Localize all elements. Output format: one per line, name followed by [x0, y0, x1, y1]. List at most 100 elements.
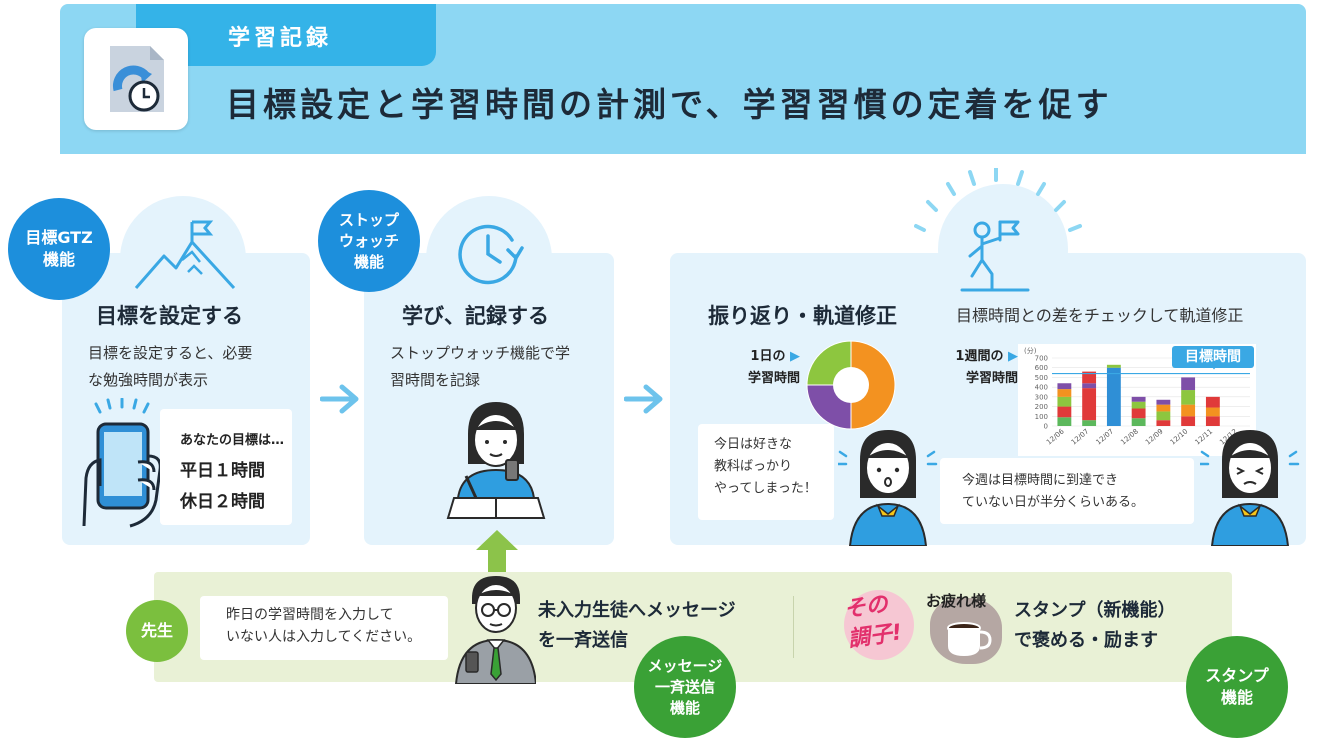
- bar-segment: [1057, 417, 1072, 426]
- bar-segment: [1156, 411, 1171, 421]
- y-tick-label: 100: [1035, 413, 1048, 421]
- label-line: 1日の ▶: [750, 349, 800, 364]
- bar-segment: [1131, 408, 1146, 419]
- y-tick-label: 500: [1035, 374, 1048, 382]
- desc-line: な勉強時間が表示: [88, 371, 209, 389]
- step1-description: 目標を設定すると、必要 な勉強時間が表示: [88, 340, 252, 394]
- bar-segment: [1181, 390, 1196, 405]
- bar-segment: [1205, 416, 1220, 426]
- label-line: 学習時間: [965, 371, 1018, 386]
- stopwatch-badge: ストップ ウォッチ 機能: [318, 190, 420, 292]
- bar-segment: [1082, 420, 1097, 426]
- bar-segment: [1156, 420, 1171, 426]
- desc-line: 習時間を記録: [390, 371, 481, 389]
- bubble-line: やってしまった！: [714, 481, 817, 496]
- stamp-keep-it-up: その 調子!: [836, 586, 918, 666]
- y-axis-unit: (分): [1024, 346, 1037, 355]
- stamp-background: [844, 590, 914, 660]
- message-feature-text: 未入力生徒へメッセージ を一斉送信: [538, 596, 736, 656]
- bar-segment: [1106, 364, 1121, 368]
- step2-description: ストップウォッチ機能で学 習時間を記録: [390, 340, 570, 394]
- badge-line: 機能: [669, 698, 700, 717]
- bar-segment: [1057, 396, 1072, 407]
- stopwatch-icon: [452, 216, 526, 294]
- label-line: 学習時間: [747, 371, 800, 386]
- bubble-line: 今週は目標時間に到達でき: [962, 473, 1119, 488]
- stamp-badge: スタンプ 機能: [1186, 636, 1288, 738]
- pie-slice: [850, 340, 896, 430]
- bubble-line: ていない日が半分くらいある。: [962, 495, 1145, 510]
- teacher-badge: 先生: [126, 600, 188, 662]
- step2-title: 学び、記録する: [402, 304, 549, 328]
- weekly-study-label: 1週間の ▶ 学習時間: [936, 346, 1018, 390]
- bar-segment: [1131, 401, 1146, 409]
- badge-line: ストップ: [338, 210, 399, 229]
- badge-line: スタンプ: [1205, 666, 1269, 685]
- text-line: 未入力生徒へメッセージ: [538, 600, 736, 621]
- goal-card: あなたの目標は… 平日１時間 休日２時間: [160, 409, 292, 525]
- bubble-line: 教科ばっかり: [714, 459, 793, 474]
- bar-segment: [1181, 404, 1196, 417]
- page-title: 目標設定と学習時間の計測で、学習習慣の定着を促す: [226, 85, 1113, 124]
- band-divider: [793, 596, 794, 658]
- y-tick-label: 300: [1035, 393, 1048, 401]
- hand-phone-illustration: [78, 397, 170, 532]
- badge-line: ウォッチ: [338, 231, 399, 250]
- y-tick-label: 200: [1035, 403, 1048, 411]
- stamp-text: お疲れ様: [926, 592, 987, 610]
- bar-segment: [1057, 383, 1072, 390]
- bar-segment: [1156, 404, 1171, 412]
- header-tab-label: 学習記録: [228, 26, 333, 51]
- arrow-right-icon: [623, 382, 664, 425]
- goal-time-tag: 目標時間: [1172, 346, 1254, 368]
- bar-segment: [1205, 407, 1220, 417]
- bubble-line: 今日は好きな: [714, 437, 793, 452]
- daily-pie-chart: [806, 340, 896, 430]
- goal-card-weekday: 平日１時間: [180, 461, 265, 481]
- coffee-cup-icon: [947, 622, 992, 656]
- teacher-illustration: [454, 572, 538, 688]
- step3-title: 振り返り・軌道修正: [708, 304, 897, 328]
- bar-segment: [1082, 388, 1097, 421]
- goal-card-line: あなたの目標は…: [180, 433, 285, 448]
- document-clock-icon: [110, 46, 164, 112]
- mountain-flag-icon: [130, 218, 240, 296]
- step3-subtitle: 目標時間との差をチェックして軌道修正: [956, 306, 1244, 325]
- y-tick-label: 400: [1035, 384, 1048, 392]
- student-worried-illustration: [1198, 426, 1300, 550]
- badge-line: 機能: [42, 250, 75, 269]
- bar-segment: [1205, 396, 1220, 408]
- daily-study-label: 1日の ▶ 学習時間: [730, 346, 800, 390]
- badge-line: 目標GTZ: [25, 228, 93, 247]
- bar-segment: [1106, 367, 1121, 426]
- bubble-line: いない人は入力してください。: [226, 629, 422, 645]
- goal-gtz-badge: 目標GTZ 機能: [8, 198, 110, 300]
- bar-segment: [1057, 389, 1072, 397]
- badge-line: 機能: [353, 252, 384, 271]
- bar-segment: [1082, 371, 1097, 384]
- desc-line: ストップウォッチ機能で学: [390, 344, 571, 362]
- badge-line: 機能: [1220, 688, 1253, 707]
- stamp-otsukaresama: お疲れ様: [926, 588, 1006, 668]
- bar-segment: [1131, 396, 1146, 402]
- bar-segment: [1181, 416, 1196, 426]
- bar-segment: [1131, 418, 1146, 426]
- bar-segment: [1057, 406, 1072, 418]
- sparkle-rays: [914, 166, 1092, 252]
- goal-card-holiday: 休日２時間: [180, 492, 265, 512]
- weekly-reflection-bubble: 今週は目標時間に到達でき ていない日が半分くらいある。: [940, 458, 1194, 524]
- student-surprised-illustration: [836, 426, 938, 550]
- text-line: スタンプ（新機能）: [1014, 600, 1176, 621]
- stamp-text: その 調子!: [842, 589, 904, 656]
- step1-title: 目標を設定する: [96, 304, 243, 328]
- y-tick-label: 700: [1035, 355, 1048, 363]
- arrow-right-icon: [319, 382, 360, 425]
- desc-line: 目標を設定すると、必要: [88, 344, 253, 362]
- climber-flag-icon: [960, 218, 1030, 296]
- arrow-up-icon: [476, 530, 518, 578]
- y-tick-label: 600: [1035, 364, 1048, 372]
- badge-line: メッセージ: [647, 656, 723, 675]
- text-line: で褒める・励ます: [1014, 630, 1158, 651]
- bubble-line: 昨日の学習時間を入力して: [226, 607, 394, 623]
- bar-segment: [1082, 383, 1097, 389]
